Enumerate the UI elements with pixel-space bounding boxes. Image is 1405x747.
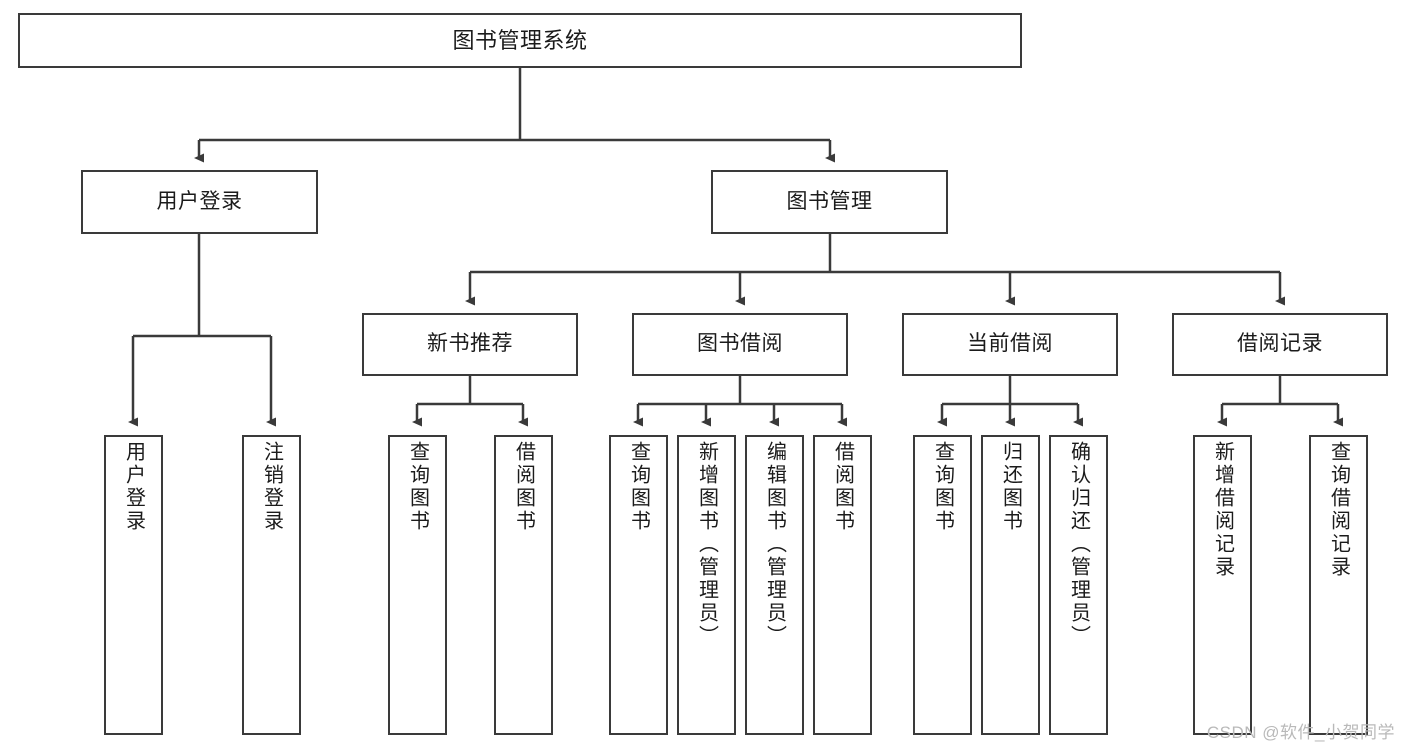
node-leaf-return-book-label: 归还图书 bbox=[999, 441, 1022, 533]
node-leaf-borrow-book-2[interactable]: 借阅图书 bbox=[813, 435, 872, 735]
node-leaf-query-book-3[interactable]: 查询图书 bbox=[913, 435, 972, 735]
node-user-login[interactable]: 用户登录 bbox=[81, 170, 318, 234]
node-leaf-add-record[interactable]: 新增借阅记录 bbox=[1193, 435, 1252, 735]
node-borrow-record-label: 借阅记录 bbox=[1237, 332, 1323, 356]
node-leaf-return-book[interactable]: 归还图书 bbox=[981, 435, 1040, 735]
node-leaf-query-book-1[interactable]: 查询图书 bbox=[388, 435, 447, 735]
node-book-borrow[interactable]: 图书借阅 bbox=[632, 313, 848, 376]
node-book-manage-label: 图书管理 bbox=[786, 189, 873, 213]
node-borrow-record[interactable]: 借阅记录 bbox=[1172, 313, 1388, 376]
node-leaf-user-login-label: 用户登录 bbox=[122, 441, 145, 533]
node-current-borrow[interactable]: 当前借阅 bbox=[902, 313, 1118, 376]
node-leaf-edit-book[interactable]: 编辑图书（管理员） bbox=[745, 435, 804, 735]
node-leaf-query-book-3-label: 查询图书 bbox=[931, 441, 954, 533]
node-leaf-query-record-label: 查询借阅记录 bbox=[1327, 441, 1350, 579]
node-leaf-confirm-return[interactable]: 确认归还（管理员） bbox=[1049, 435, 1108, 735]
node-leaf-user-login[interactable]: 用户登录 bbox=[104, 435, 163, 735]
node-leaf-query-book-2[interactable]: 查询图书 bbox=[609, 435, 668, 735]
node-leaf-query-record[interactable]: 查询借阅记录 bbox=[1309, 435, 1368, 735]
node-book-manage[interactable]: 图书管理 bbox=[711, 170, 948, 234]
node-leaf-logout-login-label: 注销登录 bbox=[260, 441, 283, 533]
node-leaf-logout-login[interactable]: 注销登录 bbox=[242, 435, 301, 735]
node-leaf-query-book-1-label: 查询图书 bbox=[406, 441, 429, 533]
node-leaf-borrow-book-1[interactable]: 借阅图书 bbox=[494, 435, 553, 735]
node-leaf-add-book[interactable]: 新增图书（管理员） bbox=[677, 435, 736, 735]
node-current-borrow-label: 当前借阅 bbox=[967, 332, 1053, 356]
node-leaf-borrow-book-1-label: 借阅图书 bbox=[512, 441, 535, 533]
node-leaf-query-book-2-label: 查询图书 bbox=[627, 441, 650, 533]
node-leaf-borrow-book-2-label: 借阅图书 bbox=[831, 441, 854, 533]
node-new-book-recommend[interactable]: 新书推荐 bbox=[362, 313, 578, 376]
node-leaf-add-book-label: 新增图书（管理员） bbox=[695, 441, 718, 648]
node-leaf-add-record-label: 新增借阅记录 bbox=[1211, 441, 1234, 579]
node-new-book-recommend-label: 新书推荐 bbox=[427, 332, 513, 356]
node-leaf-edit-book-label: 编辑图书（管理员） bbox=[763, 441, 786, 648]
node-root[interactable]: 图书管理系统 bbox=[18, 13, 1022, 68]
node-user-login-label: 用户登录 bbox=[156, 189, 243, 213]
watermark: CSDN @软件_小贺同学 bbox=[1206, 723, 1395, 742]
node-leaf-confirm-return-label: 确认归还（管理员） bbox=[1067, 441, 1090, 648]
node-root-label: 图书管理系统 bbox=[452, 27, 588, 53]
node-book-borrow-label: 图书借阅 bbox=[697, 332, 783, 356]
